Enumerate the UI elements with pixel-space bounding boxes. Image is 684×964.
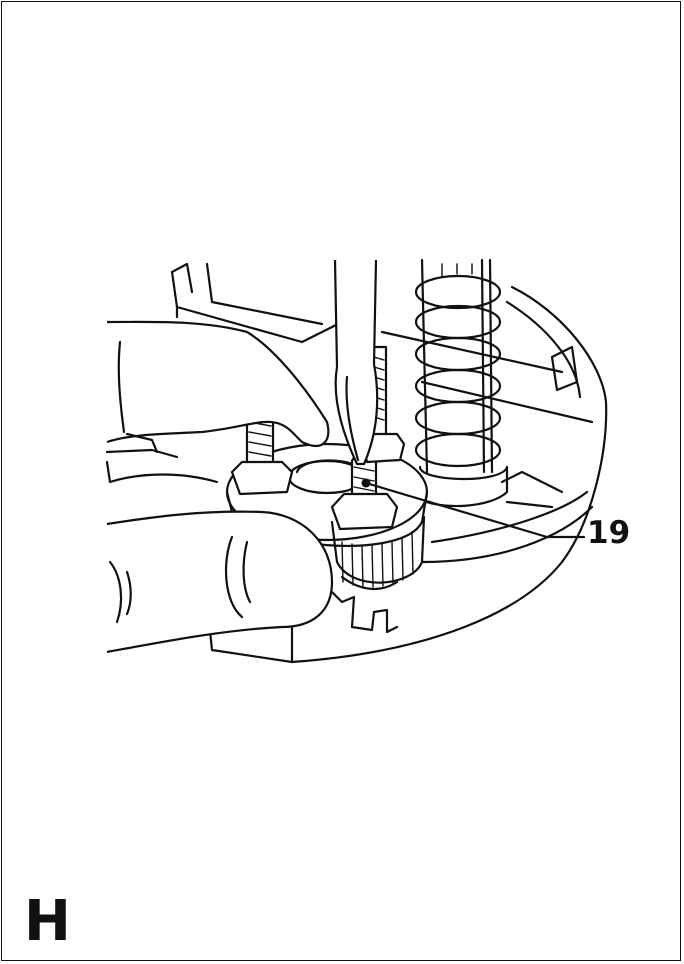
base-housing xyxy=(170,262,608,664)
figure-letter: H xyxy=(24,889,71,954)
hand xyxy=(105,320,334,654)
spring-column xyxy=(408,258,509,508)
callout-leader-19 xyxy=(364,481,586,539)
screwdriver xyxy=(333,259,379,466)
adjustment-screw xyxy=(330,455,399,531)
callout-label-19: 19 xyxy=(587,515,631,551)
